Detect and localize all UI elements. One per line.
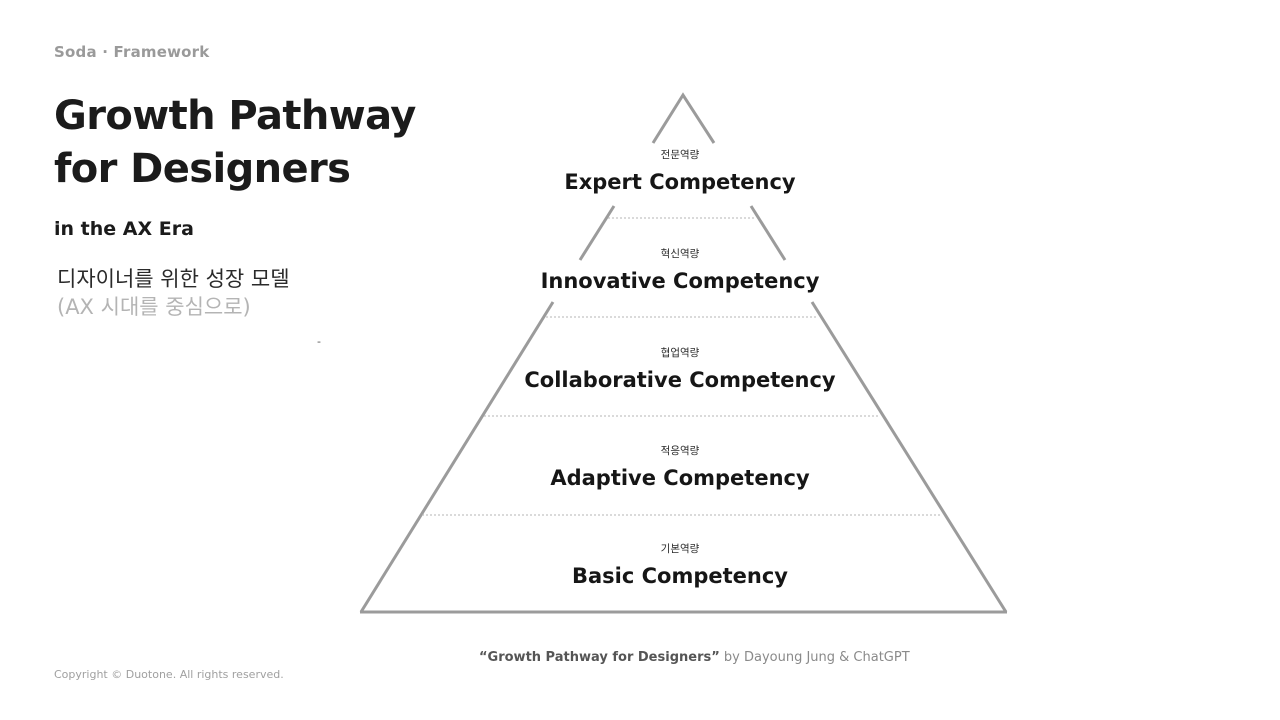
level-collaborative-ko: 협업역량 (661, 346, 700, 359)
figure-caption: “Growth Pathway for Designers” by Dayoun… (479, 650, 910, 665)
level-adaptive-en: Adaptive Competency (550, 466, 810, 490)
pyramid-right-edge-1 (749, 205, 787, 261)
page-title-line2: for Designers (54, 146, 351, 192)
level-expert-ko: 전문역량 (661, 149, 700, 161)
pyramid-right-edge-2 (810, 301, 1008, 613)
level-basic-en: Basic Competency (572, 564, 788, 588)
pyramid-left-edge-1 (578, 205, 616, 261)
level-adaptive-ko: 적응역량 (661, 445, 700, 457)
caption-credit: by Dayoung Jung & ChatGPT (719, 650, 910, 665)
page-title: Growth Pathway for Designers (54, 90, 416, 196)
page-subtitle: in the AX Era (54, 218, 194, 240)
page-title-line1: Growth Pathway (54, 93, 416, 139)
pyramid-left-edge-2 (359, 301, 555, 613)
brand-label: Soda · Framework (54, 43, 210, 61)
copyright-notice: Copyright © Duotone. All rights reserved… (54, 668, 284, 681)
korean-subtitle: (AX 시대를 중심으로) (57, 295, 251, 319)
caption-title: “Growth Pathway for Designers” (479, 650, 720, 665)
level-innovative-ko: 혁신역량 (661, 248, 700, 260)
level-innovative-en: Innovative Competency (541, 269, 820, 293)
stray-mark: - (317, 335, 321, 348)
level-expert-en: Expert Competency (564, 170, 796, 194)
level-collaborative-en: Collaborative Competency (524, 368, 836, 392)
korean-title: 디자이너를 위한 성장 모델 (57, 267, 290, 291)
level-basic-ko: 기본역량 (661, 543, 700, 555)
pyramid-apex-outline (651, 92, 716, 144)
